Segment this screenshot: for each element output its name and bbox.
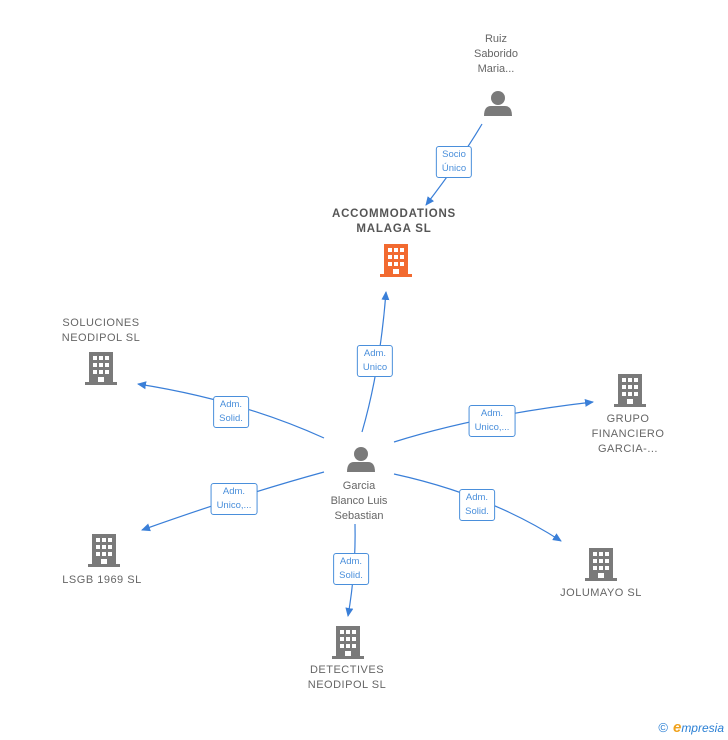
- person-icon: [484, 91, 512, 116]
- company-label-grupo[interactable]: GRUPO FINANCIERO GARCIA-...: [591, 413, 665, 455]
- edge-label-adm-solid-soluciones: Adm. Solid.: [213, 396, 249, 428]
- person-icon: [347, 447, 375, 472]
- brand-logo: empresia: [672, 719, 724, 736]
- company-label-lsgb[interactable]: LSGB 1969 SL: [62, 574, 142, 586]
- edge-label-adm-unico-grupo: Adm. Unico,...: [468, 405, 516, 437]
- edge-label-adm-unico-lsgb: Adm. Unico,...: [210, 483, 258, 515]
- building-icon: [85, 352, 117, 385]
- building-icon: [585, 548, 617, 581]
- person-label-ruiz[interactable]: Ruiz Saborido Maria...: [473, 33, 519, 75]
- empresia-watermark: © empresia: [658, 719, 724, 736]
- building-icon: [332, 626, 364, 659]
- edge-label-adm-solid-jolumayo: Adm. Solid.: [459, 489, 495, 521]
- building-icon: [380, 244, 412, 277]
- copyright-icon: ©: [658, 720, 668, 735]
- edge-label-adm-unico-accommodations: Adm. Unico: [356, 345, 394, 377]
- edge-label-socio-unico: Socio Único: [435, 146, 473, 178]
- company-label-jolumayo[interactable]: JOLUMAYO SL: [560, 587, 642, 599]
- company-label-soluciones[interactable]: SOLUCIONES NEODIPOL SL: [61, 317, 141, 344]
- building-icon: [88, 534, 120, 567]
- building-icon: [614, 374, 646, 407]
- company-label-detectives[interactable]: DETECTIVES NEODIPOL SL: [307, 664, 387, 691]
- edge-label-adm-solid-detectives: Adm. Solid.: [333, 553, 369, 585]
- person-label-garcia[interactable]: Garcia Blanco Luis Sebastian: [330, 480, 388, 522]
- company-label-accommodations[interactable]: ACCOMMODATIONS MALAGA SL: [331, 208, 457, 235]
